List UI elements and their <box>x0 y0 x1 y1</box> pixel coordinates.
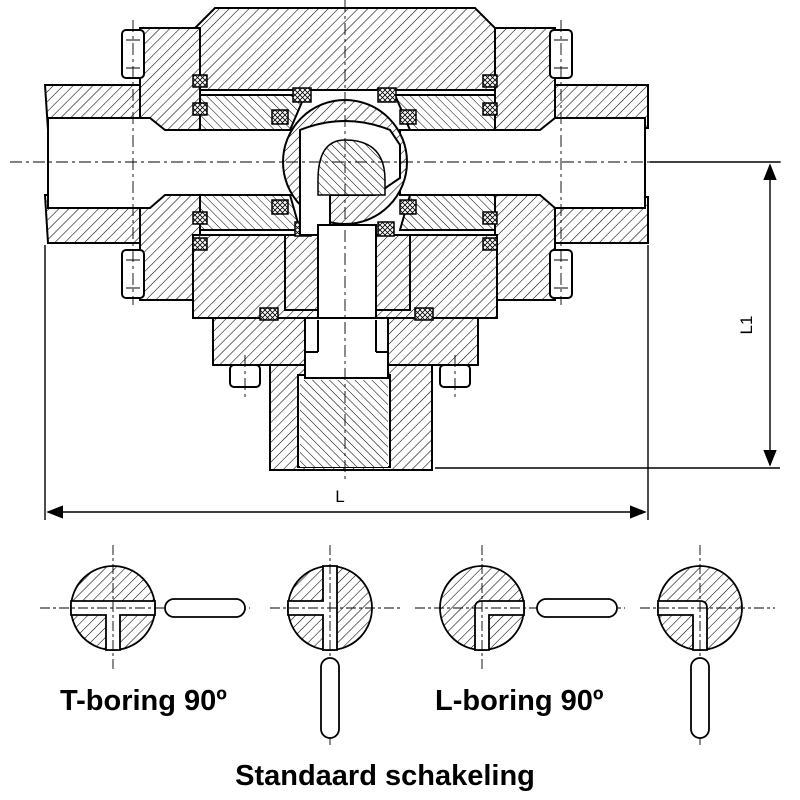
l-vertical-handle <box>690 657 710 739</box>
l-boring-label: L-boring 90º <box>435 685 604 717</box>
length-label: L <box>335 487 344 506</box>
t-vertical-handle <box>320 657 340 739</box>
caption: Standaard schakeling <box>235 760 535 792</box>
stem <box>304 224 389 379</box>
schematic-l-vertical <box>640 545 775 745</box>
schematic-t-vertical <box>270 545 400 745</box>
t-boring-label: T-boring 90º <box>60 685 227 717</box>
dimensions <box>44 161 780 520</box>
schematic-l-horizontal <box>415 545 625 670</box>
height-label: L1 <box>737 316 756 335</box>
flow-passages <box>47 117 646 468</box>
l-horizontal-handle <box>536 598 618 618</box>
schematic-t-horizontal <box>40 545 250 670</box>
t-horizontal-handle <box>164 598 246 618</box>
seat-rings <box>199 94 496 311</box>
